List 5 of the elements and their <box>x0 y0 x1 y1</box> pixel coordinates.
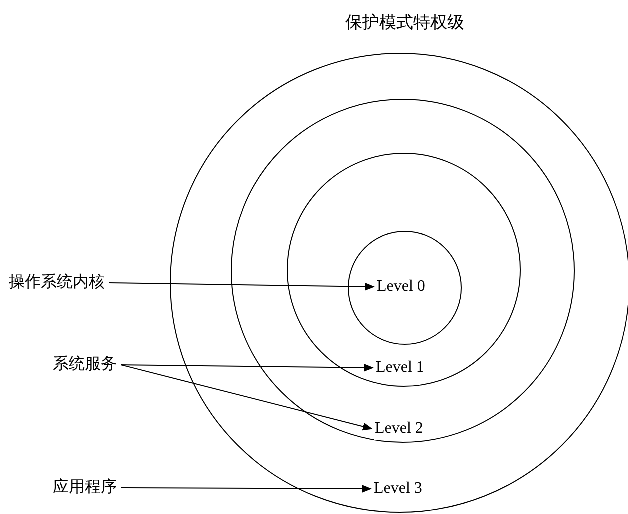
arrow <box>120 364 374 372</box>
title: 保护模式特权级 <box>344 12 466 34</box>
arrow <box>120 484 372 493</box>
arrow <box>120 364 373 431</box>
arrow <box>108 282 375 291</box>
